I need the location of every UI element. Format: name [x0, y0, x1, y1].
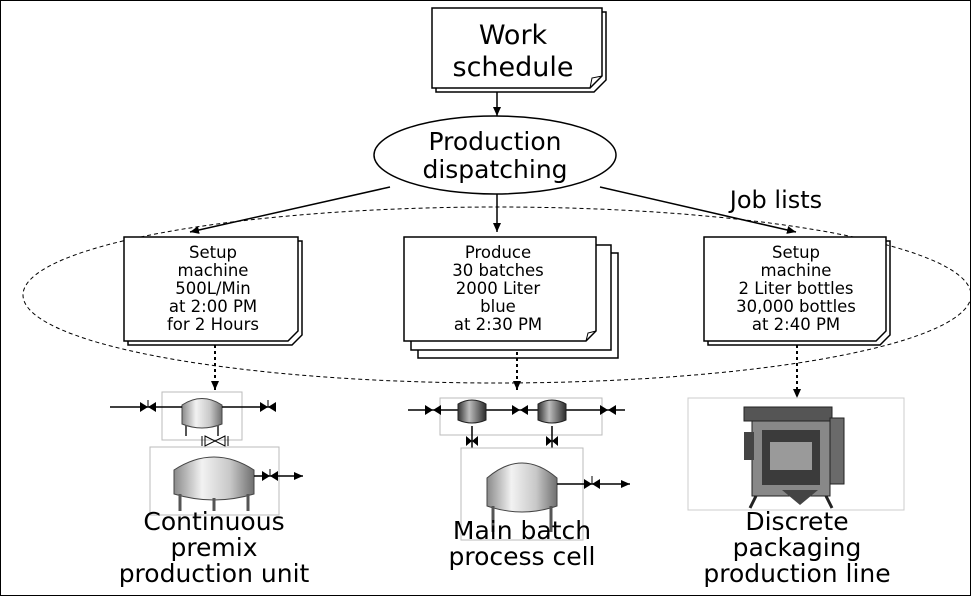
dispatch-to-continuous-arrow: [189, 186, 391, 234]
job-discrete-line-4: 30,000 bottles: [736, 297, 856, 316]
valve-icon: [584, 476, 600, 489]
caption-discrete-line-2: packaging: [733, 533, 862, 562]
caption-continuous-line-2: premix: [170, 533, 257, 562]
work-schedule-line-2: schedule: [453, 52, 574, 83]
job-batch-document-stack: Produce 30 batches 2000 Liter blue at 2:…: [403, 236, 619, 359]
caption-discrete-line-1: Discrete: [745, 507, 848, 536]
main-batch-process-cell: [408, 397, 630, 541]
valve-icon: [512, 405, 528, 415]
continuous-premix-unit: [110, 391, 303, 516]
packaging-machine-icon: [743, 406, 845, 509]
job-continuous-line-1: Setup: [189, 243, 237, 262]
job-continuous-line-4: at 2:00 PM: [169, 297, 257, 316]
production-dispatching-node: Production dispatching: [373, 115, 617, 195]
job-batch-line-5: at 2:30 PM: [454, 315, 542, 334]
dispatch-line-1: Production: [428, 127, 561, 156]
valve-icon: [466, 436, 478, 446]
job-continuous-document: Setup machine 500L/Min at 2:00 PM for 2 …: [123, 236, 303, 346]
dispatch-to-discrete-arrow: [599, 186, 797, 234]
tank-icon: [173, 456, 255, 511]
job-discrete-line-5: at 2:40 PM: [752, 315, 840, 334]
tank-icon: [486, 462, 558, 532]
tank-icon: [537, 399, 567, 424]
job-batch-line-2: 30 batches: [452, 261, 544, 280]
valve-icon: [600, 405, 616, 415]
dispatch-line-2: dispatching: [422, 155, 567, 184]
job-lists-label: Job lists: [728, 186, 822, 214]
work-schedule-document: Work schedule: [431, 7, 607, 93]
job-continuous-line-3: 500L/Min: [175, 279, 251, 298]
job-discrete-line-1: Setup: [772, 243, 820, 262]
valve-icon: [546, 436, 558, 446]
tank-icon: [457, 399, 487, 424]
caption-continuous-line-3: production unit: [119, 559, 310, 588]
caption-batch-line-2: process cell: [448, 542, 595, 571]
job-discrete-line-3: 2 Liter bottles: [738, 279, 853, 298]
valve-icon: [425, 405, 441, 415]
job-continuous-line-5: for 2 Hours: [167, 315, 259, 334]
job-discrete-document: Setup machine 2 Liter bottles 30,000 bot…: [703, 236, 891, 346]
job-batch-line-1: Produce: [465, 243, 531, 262]
caption-continuous-line-1: Continuous: [143, 507, 284, 536]
caption-discrete-line-3: production line: [703, 559, 890, 588]
caption-batch-line-1: Main batch: [453, 516, 591, 545]
tank-icon: [181, 398, 223, 436]
job-batch-line-4: blue: [480, 297, 516, 316]
work-schedule-line-1: Work: [479, 20, 548, 51]
discrete-packaging-line: [687, 397, 905, 511]
valve-icon: [262, 469, 278, 481]
job-batch-line-3: 2000 Liter: [456, 279, 541, 298]
valve-icon: [140, 400, 156, 412]
valve-icon: [201, 435, 229, 447]
job-discrete-line-2: machine: [761, 261, 832, 280]
valve-icon: [260, 400, 276, 412]
job-continuous-line-2: machine: [178, 261, 249, 280]
